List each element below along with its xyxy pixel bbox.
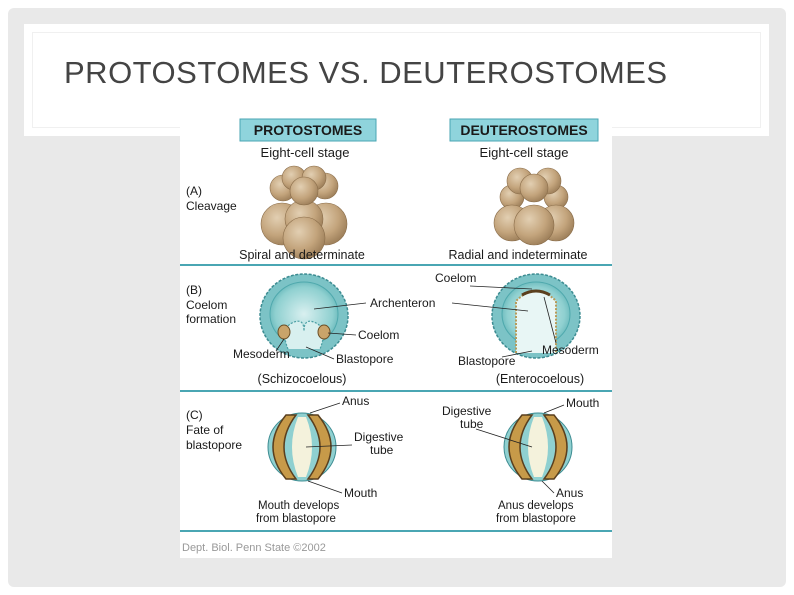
deut-digestive-label-line1: Digestive — [442, 404, 492, 418]
panel-c-label-line2: blastopore — [186, 438, 242, 452]
deut-fate-note-line2: from blastopore — [496, 513, 576, 525]
proto-digestive-label-line2: tube — [370, 443, 394, 457]
deut-blastopore-label: Blastopore — [458, 354, 516, 368]
panel-a-letter: (A) — [186, 184, 202, 198]
proto-eight-cell-embryo — [260, 165, 348, 260]
proto-coelom-label: Coelom — [358, 328, 399, 342]
protostome-deuterostome-diagram: PROTOSTOMES DEUTEROSTOMES Eight-cell sta… — [180, 111, 612, 558]
proto-blastopore-label: Blastopore — [336, 352, 394, 366]
radial-indeterminate-caption: Radial and indeterminate — [449, 248, 588, 262]
slide-title: PROTOSTOMES VS. DEUTEROSTOMES — [64, 55, 668, 90]
panel-b-label-line1: Coelom — [186, 298, 227, 312]
enterocoelous-caption: (Enterocoelous) — [496, 372, 584, 386]
deut-mouth-label: Mouth — [566, 396, 599, 410]
schizocoelous-caption: (Schizocoelous) — [258, 372, 347, 386]
deut-eight-cell-label: Eight-cell stage — [480, 145, 569, 160]
proto-gut-embryo — [267, 412, 337, 482]
proto-eight-cell-label: Eight-cell stage — [261, 145, 350, 160]
proto-coelom-embryo — [259, 273, 349, 359]
credit-text: Dept. Biol. Penn State ©2002 — [182, 542, 326, 554]
archenteron-label: Archenteron — [370, 296, 435, 310]
protostomes-header-box — [239, 118, 377, 142]
deut-eight-cell-embryo — [493, 167, 575, 246]
panel-b-letter: (B) — [186, 283, 202, 297]
deuterostomes-header: DEUTEROSTOMES — [460, 122, 587, 138]
proto-digestive-label-line1: Digestive — [354, 430, 404, 444]
deut-mesoderm-label: Mesoderm — [542, 343, 599, 357]
deuterostomes-header-box — [449, 118, 599, 142]
proto-anus-label: Anus — [342, 394, 369, 408]
proto-fate-note-line2: from blastopore — [256, 513, 336, 525]
proto-fate-note-line1: Mouth develops — [258, 500, 339, 512]
deut-anus-label: Anus — [556, 486, 583, 500]
panel-a-label: Cleavage — [186, 199, 237, 213]
panel-c-label-line1: Fate of — [186, 423, 224, 437]
panel-b-label-line2: formation — [186, 312, 236, 326]
deut-digestive-label-line2: tube — [460, 417, 484, 431]
panel-c-letter: (C) — [186, 408, 203, 422]
proto-mesoderm-label: Mesoderm — [233, 347, 290, 361]
deut-fate-note-line1: Anus develops — [498, 500, 574, 512]
protostomes-header: PROTOSTOMES — [254, 122, 362, 138]
deut-coelom-label: Coelom — [435, 271, 476, 285]
proto-mouth-label: Mouth — [344, 486, 377, 500]
deut-gut-embryo — [503, 412, 573, 482]
spiral-determinate-caption: Spiral and determinate — [239, 248, 365, 262]
